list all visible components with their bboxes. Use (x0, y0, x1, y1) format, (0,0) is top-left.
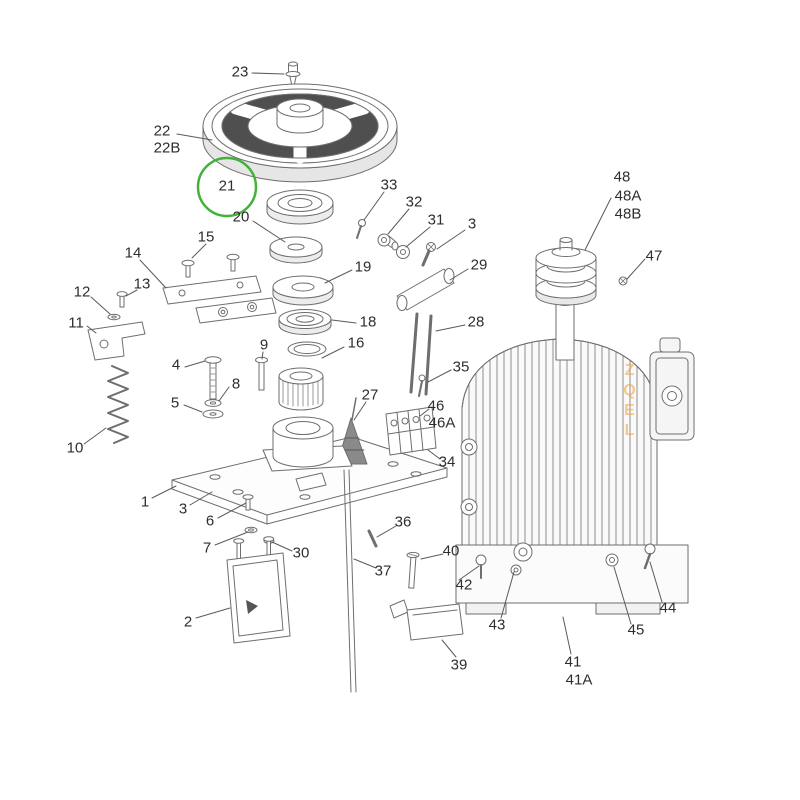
part-label-1: 1 (140, 493, 150, 511)
watermark: ZQEL (621, 362, 638, 442)
part-label-13: 13 (133, 275, 151, 293)
part-label-48B: 48B (614, 205, 642, 223)
part-label-48: 48 (613, 168, 631, 186)
part-label-46A: 46A (428, 414, 456, 432)
part-label-14: 14 (124, 244, 142, 262)
part-label-48A: 48A (614, 187, 642, 205)
part-label-23: 23 (231, 63, 249, 81)
highlight-circle-21 (196, 156, 258, 218)
handwheel (202, 61, 398, 183)
bracket-11 (87, 321, 146, 361)
part-label-15: 15 (197, 228, 215, 246)
part-label-27: 27 (361, 386, 379, 404)
bar-14 (162, 275, 262, 305)
part-label-41A: 41A (565, 671, 593, 689)
part-label-35: 35 (452, 358, 470, 376)
washer-stack (255, 189, 353, 472)
part-label-3b: 3 (178, 500, 188, 518)
part-label-34: 34 (438, 453, 456, 471)
motor-pulley-48 (535, 237, 628, 306)
support-rod-37 (343, 469, 378, 693)
part-label-4: 4 (171, 356, 181, 374)
part-label-42: 42 (455, 576, 473, 594)
part-label-8: 8 (231, 375, 241, 393)
part-label-9: 9 (259, 336, 269, 354)
terminal-block (385, 406, 437, 456)
part-label-22: 22 (153, 122, 171, 140)
part-label-46: 46 (427, 397, 445, 415)
motor-base (455, 544, 689, 604)
roller-bearing-16 (278, 375, 324, 411)
part-label-40: 40 (442, 542, 460, 560)
plate-2 (226, 552, 291, 644)
part-label-43: 43 (488, 616, 506, 634)
part-label-10: 10 (66, 439, 84, 457)
clamp-39 (389, 599, 464, 641)
part-label-18: 18 (359, 313, 377, 331)
part-label-47: 47 (645, 247, 663, 265)
part-label-12: 12 (73, 283, 91, 301)
part-label-44: 44 (659, 599, 677, 617)
pin-28 (409, 312, 419, 394)
part-label-6: 6 (205, 512, 215, 530)
pin-23 (288, 61, 298, 67)
part-label-30: 30 (292, 544, 310, 562)
part-label-28: 28 (467, 313, 485, 331)
part-label-36: 36 (394, 513, 412, 531)
small-fasteners (356, 219, 455, 397)
leader-lines (83, 72, 663, 658)
screw-40 (406, 551, 420, 589)
part-label-29: 29 (470, 256, 488, 274)
motor-body (455, 298, 695, 615)
part-label-7: 7 (202, 539, 212, 557)
part-label-39: 39 (450, 656, 468, 674)
part-label-33: 33 (380, 176, 398, 194)
part-label-41: 41 (564, 653, 582, 671)
part-label-3: 3 (467, 215, 477, 233)
bracket-assembly (87, 253, 277, 444)
part-label-5: 5 (170, 394, 180, 412)
part-label-37: 37 (374, 562, 392, 580)
part-label-22B: 22B (153, 139, 181, 157)
lower-parts (226, 494, 291, 644)
part-label-45: 45 (627, 621, 645, 639)
part-label-11: 11 (68, 314, 84, 332)
part-label-21: 21 (218, 177, 236, 195)
part-label-19: 19 (354, 258, 372, 276)
motor-shaft (555, 301, 575, 361)
spring-10 (107, 365, 129, 444)
part-label-31: 31 (427, 211, 445, 229)
part-label-2: 2 (183, 613, 193, 631)
part-label-20: 20 (232, 208, 250, 226)
part-label-16: 16 (347, 334, 365, 352)
part-label-32: 32 (405, 193, 423, 211)
